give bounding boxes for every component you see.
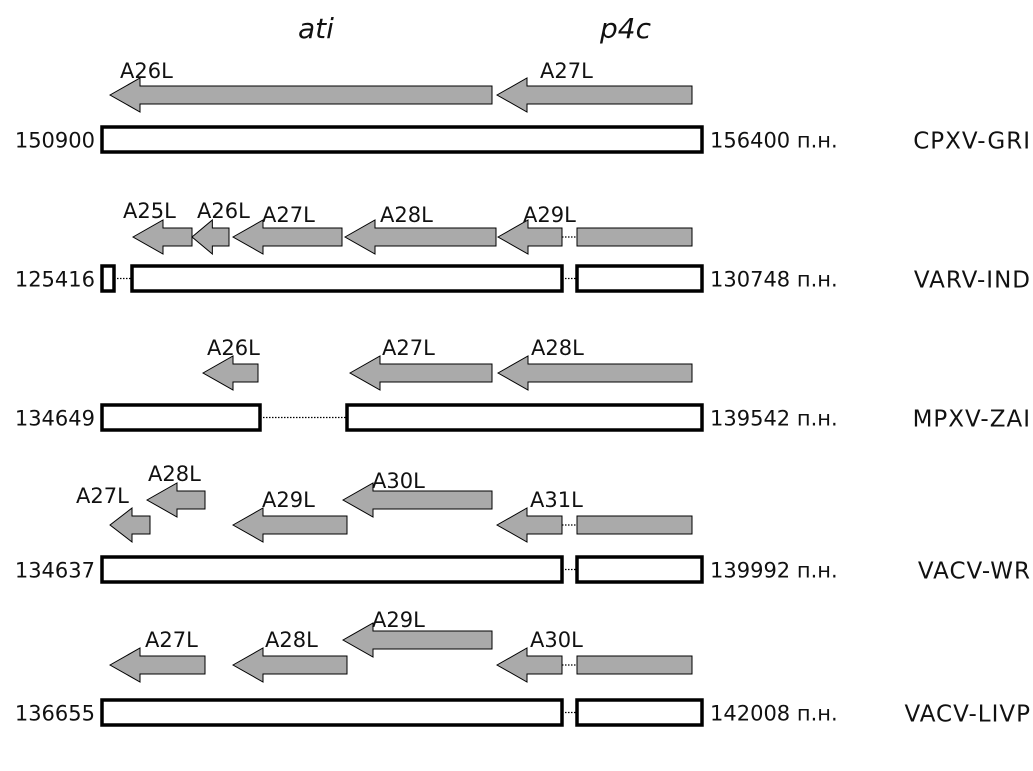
start-coordinate: 150900 [15, 129, 95, 153]
genome-row: A27L A28L A29L A30L 136655 142008 п.н. VACV-LI… [15, 608, 1031, 728]
gene-arrow [348, 355, 493, 391]
gene-label: A27L [76, 484, 129, 508]
gene-label: A29L [262, 488, 315, 512]
gene-arrow [108, 647, 206, 683]
gene-label: A26L [207, 336, 260, 360]
genome-segment [100, 264, 116, 293]
strain-name: VACV-LIVP [904, 702, 1031, 728]
start-coordinate: 136655 [15, 702, 95, 726]
genome-segment [100, 403, 262, 432]
gene-label: A26L [120, 59, 173, 83]
gene-label: A31L [530, 488, 583, 512]
genome-segment [100, 698, 564, 727]
end-coordinate: 156400 п.н. [710, 129, 838, 153]
start-coordinate: 125416 [15, 268, 95, 292]
end-coordinate: 130748 п.н. [710, 268, 838, 292]
start-coordinate: 134637 [15, 559, 95, 583]
gene-arrow [495, 647, 563, 683]
gene-label: A30L [372, 469, 425, 493]
gene-label: A27L [540, 59, 593, 83]
gene-fragment [576, 655, 693, 675]
gene-fragment [576, 515, 693, 535]
gene-label: A30L [530, 628, 583, 652]
genome-segment [575, 698, 704, 727]
gene-label: A28L [148, 462, 201, 486]
strain-name: MPXV-ZAI [913, 407, 1031, 433]
gene-fragment [576, 227, 693, 247]
genome-segment [130, 264, 564, 293]
title-p4c: p4c [599, 12, 652, 45]
gene-label: A26L [197, 199, 250, 223]
genome-row: A27L A28L A29L A30L A31L 134637 139992 п.н. VAC… [15, 462, 1031, 585]
gene-label: A25L [123, 199, 176, 223]
gene-arrow [231, 507, 348, 543]
genome-segment [100, 125, 704, 154]
gene-arrow [231, 647, 348, 683]
strain-name: VACV-WR [918, 559, 1031, 585]
gene-arrow [131, 219, 193, 255]
genome-row: A26L A27L A28L 134649 139542 п.н. MPXV-ZAI [15, 336, 1031, 433]
genome-segment [100, 555, 564, 584]
genome-segment [575, 555, 704, 584]
genome-segment [575, 264, 704, 293]
gene-arrow [341, 482, 493, 518]
gene-arrow [341, 622, 493, 658]
gene-arrow [231, 219, 343, 255]
genome-segment [345, 403, 704, 432]
title-ati: ati [298, 12, 334, 45]
gene-arrow [201, 355, 259, 391]
gene-arrow [109, 506, 151, 544]
gene-arrow [108, 77, 493, 113]
gene-label: A27L [262, 203, 315, 227]
gene-label: A27L [382, 336, 435, 360]
gene-label: A28L [265, 628, 318, 652]
gene-arrow [145, 482, 206, 518]
end-coordinate: 142008 п.н. [710, 702, 838, 726]
start-coordinate: 134649 [15, 407, 95, 431]
end-coordinate: 139992 п.н. [710, 559, 838, 583]
gene-label: A29L [523, 203, 576, 227]
gene-arrow [191, 218, 230, 256]
genome-row: A26L A27L 150900 156400 п.н. CPXV-GRI [15, 59, 1031, 155]
gene-arrow [343, 219, 497, 255]
gene-arrow [495, 507, 563, 543]
gene-label: A27L [145, 628, 198, 652]
strain-name: CPXV-GRI [913, 129, 1031, 155]
strain-name: VARV-IND [914, 268, 1031, 294]
gene-arrow [496, 355, 693, 391]
gene-label: A28L [380, 203, 433, 227]
gene-label: A29L [372, 608, 425, 632]
genome-row: A25L A26L A27L A28L A29L 125416 130748 п.н. VAR… [15, 199, 1031, 294]
end-coordinate: 139542 п.н. [710, 407, 838, 431]
gene-arrow [495, 77, 693, 113]
gene-label: A28L [531, 336, 584, 360]
